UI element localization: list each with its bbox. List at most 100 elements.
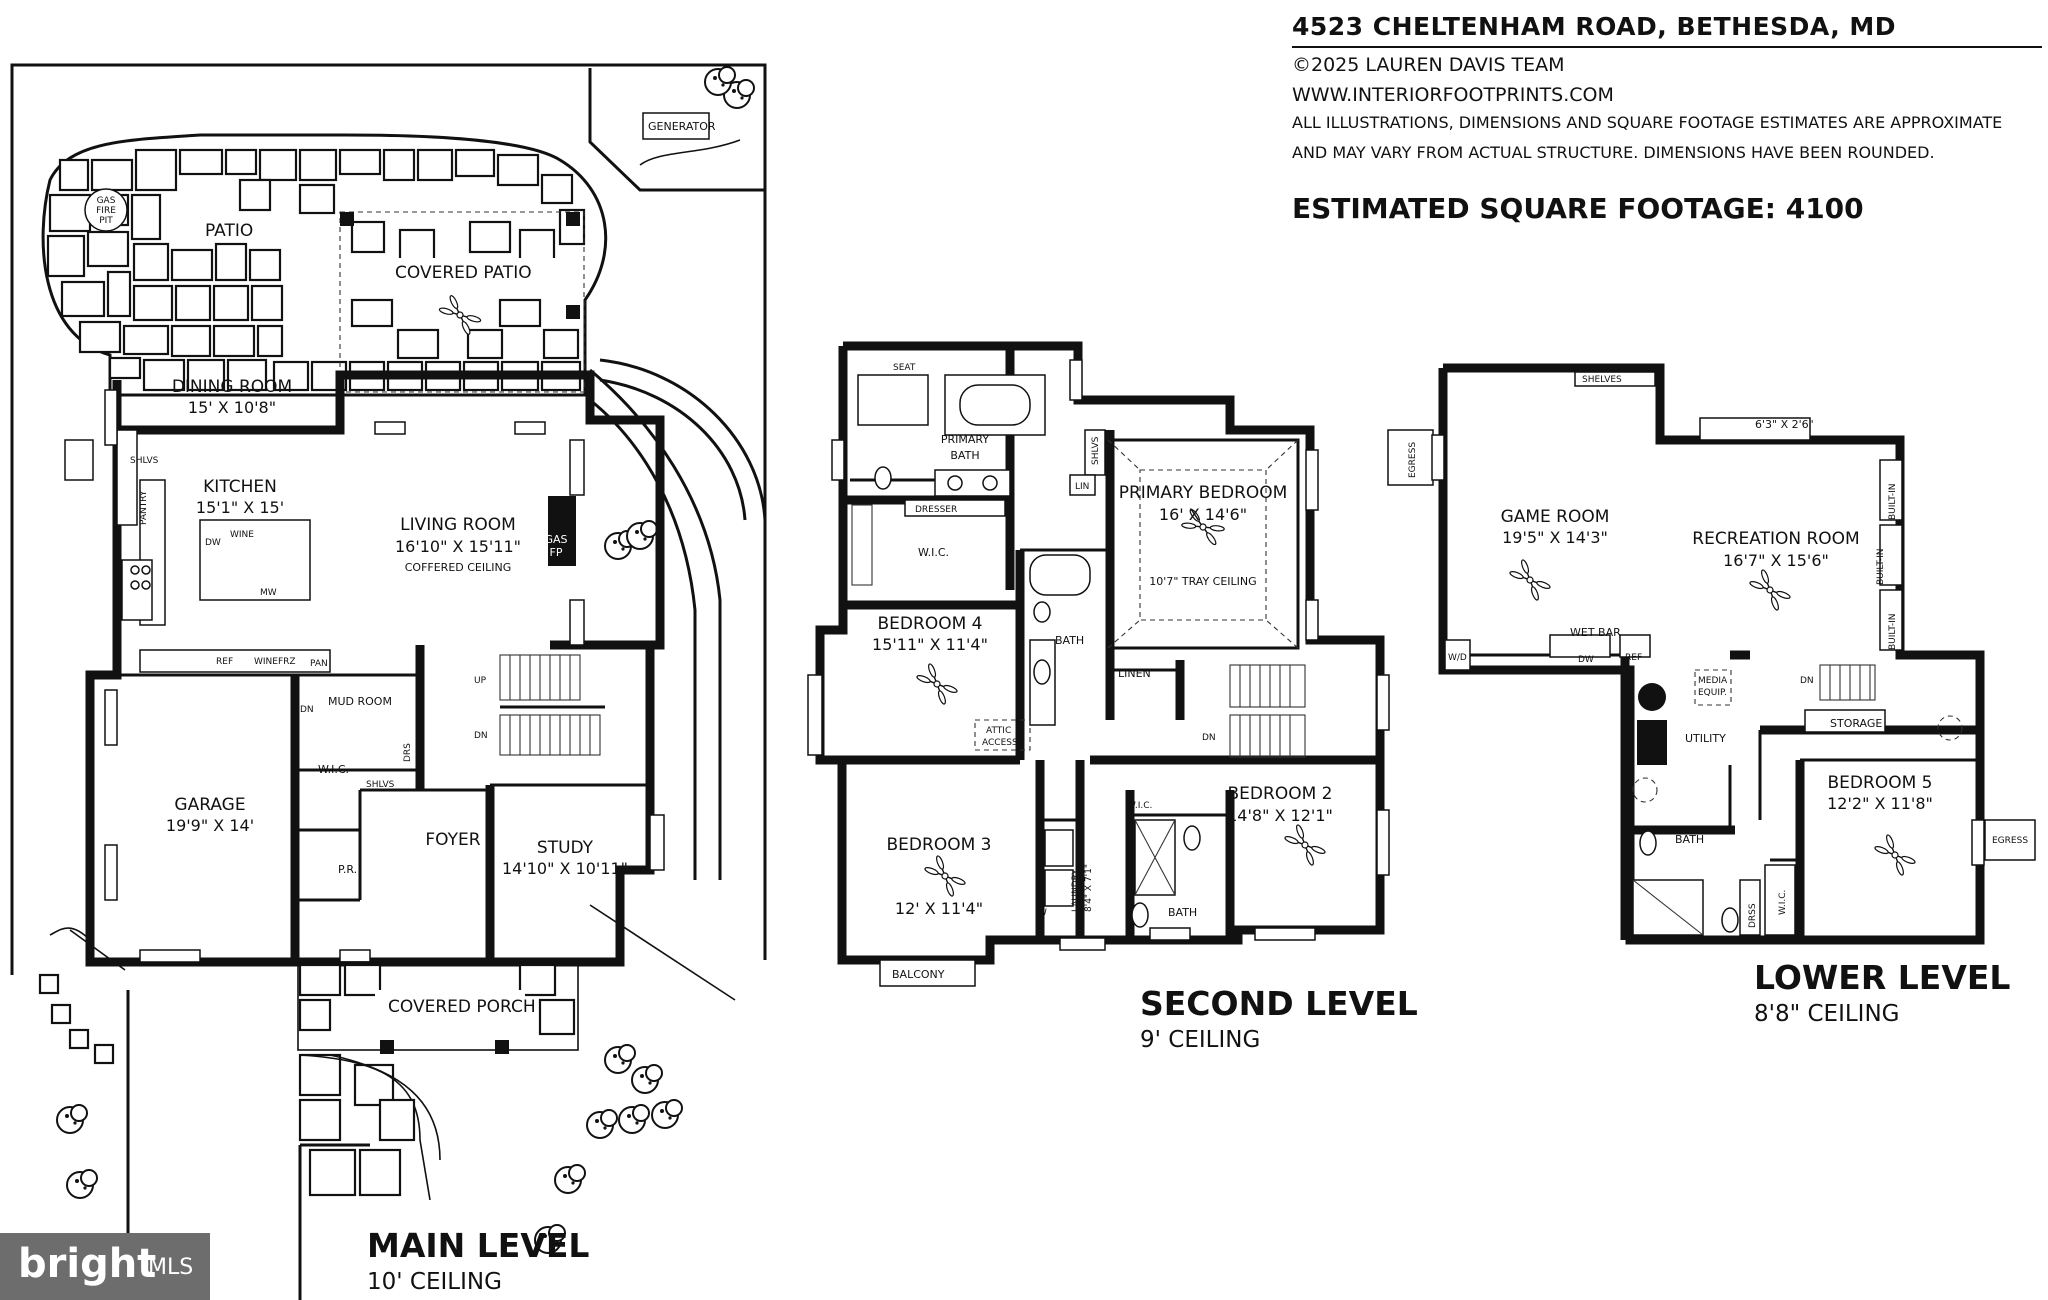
lower-ref-label: REF [1625,653,1642,663]
game-room-name: GAME ROOM [1501,507,1610,527]
recreation-room-name: RECREATION ROOM [1692,529,1859,549]
kitchen-shlvs-label: SHLVS [130,456,159,466]
dryer-label: D [1038,873,1045,883]
second-bath2-label: BATH [1168,906,1197,919]
garage-dims: 19'9" X 14' [166,816,254,835]
second-wic2-label: W.I.C. [1127,801,1152,811]
dresser-label: DRESSER [915,505,957,515]
primary-bedroom-name: PRIMARY BEDROOM [1119,483,1288,503]
mud-room-label: MUD ROOM [328,695,392,708]
property-address: 4523 CHELTENHAM ROAD, BETHESDA, MD [1292,12,1897,41]
main-drs-label: DRS [403,743,413,762]
attic-access-label-1: ATTIC [986,726,1011,736]
second-level-caption: SECOND LEVEL 9' CEILING [1140,984,1418,1053]
wine2-label: WINE [254,657,278,667]
main-shlvs2-label: SHLVS [366,780,395,790]
second-level-labels: SEAT PRIMARY BATH SHLVS LIN DRESSER W.I.… [872,363,1333,981]
second-level-ceiling: 9' CEILING [1140,1027,1261,1053]
linen-label: LINEN [1118,667,1151,680]
lower-bath-label: BATH [1675,833,1704,846]
main-wic-label: W.I.C. [318,763,349,776]
pan-label: PAN [310,659,328,669]
lower-level-caption: LOWER LEVEL 8'8" CEILING [1754,958,2010,1027]
landscaping [38,520,683,1254]
dining-room-dims: 15' X 10'8" [188,398,276,417]
lower-level-plan [1387,363,2036,945]
laundry-name: LAUNDRY [1071,869,1081,912]
lower-egress2-label: EGRESS [1992,836,2028,846]
lower-wic-label: W.I.C. [1778,890,1788,915]
primary-bath-label-2: BATH [950,449,979,462]
bedroom5-dims: 12'2" X 11'8" [1827,794,1933,813]
garage-name: GARAGE [174,795,245,815]
second-level-plan [807,341,1390,987]
estimated-square-footage: ESTIMATED SQUARE FOOTAGE: 4100 [1292,192,1864,225]
study-dims: 14'10" X 10'11" [502,859,628,878]
gas-fire-pit-label-2: FIRE [96,206,116,216]
covered-porch-area [297,961,579,1201]
utility-label: UTILITY [1685,732,1726,745]
storage-label: STORAGE [1830,717,1882,730]
lower-dw-label: DW [1578,655,1594,665]
lower-stair-dn-label: DN [1800,676,1814,686]
gas-fire-pit-label-3: PIT [99,216,113,226]
header-rule [1292,46,2042,48]
pantry-label: PANTRY [139,490,149,525]
bedroom5-name: BEDROOM 5 [1828,773,1933,793]
frz-label: FRZ [278,657,296,667]
seat-label: SEAT [893,363,916,373]
primary-bedroom-dims: 16' X 14'6" [1159,505,1247,524]
opening-dims-label: 6'3" X 2'6" [1755,418,1814,431]
mw-label: MW [260,588,277,598]
powder-room-label: P.R. [338,863,357,876]
bedroom3-name: BEDROOM 3 [887,835,992,855]
mudroom-dn-label: DN [300,705,314,715]
kitchen-dims: 15'1" X 15' [196,498,284,517]
washer-label: W [1038,908,1047,918]
bedroom2-name: BEDROOM 2 [1228,784,1333,804]
ref-label: REF [216,657,233,667]
primary-bath-label-1: PRIMARY [941,433,989,446]
recreation-room-dims: 16'7" X 15'6" [1723,551,1829,570]
covered-patio-label: COVERED PATIO [395,263,532,283]
laundry-dims: 8'4" X 7'1" [1084,864,1094,912]
balcony-label: BALCONY [892,968,945,981]
stair-up-label: UP [474,676,487,686]
living-room-name: LIVING ROOM [400,515,516,535]
disclaimer-line-2: AND MAY VARY FROM ACTUAL STRUCTURE. DIME… [1292,143,1935,162]
second-wic-label: W.I.C. [918,546,949,559]
study-name: STUDY [537,838,594,858]
patio-label: PATIO [205,221,253,241]
main-level-ceiling: 10' CEILING [367,1269,502,1295]
generator: GENERATOR [639,66,755,166]
wd-label: W/D [1448,653,1467,663]
bedroom3-dims: 12' X 11'4" [895,899,983,918]
built-in-2-label: BUILT-IN [1876,549,1886,586]
built-in-1-label: BUILT-IN [1888,484,1898,521]
bedroom4-dims: 15'11" X 11'4" [872,635,988,654]
built-in-3-label: BUILT-IN [1888,614,1898,651]
living-room-note: COFFERED CEILING [405,561,512,574]
tray-ceiling-note: 10'7" TRAY CEILING [1149,575,1256,588]
main-level-caption: MAIN LEVEL 10' CEILING [367,1226,589,1295]
bedroom4-name: BEDROOM 4 [878,614,983,634]
gas-fp-label-1: GAS [544,533,567,546]
drss-label: DRSS [1748,903,1758,928]
media-equip-label-2: EQUIP. [1698,688,1727,698]
lin-label: LIN [1075,482,1089,492]
shelves-label: SHELVES [1582,375,1622,385]
gas-fp-label-2: FP [550,546,563,559]
website-line: WWW.INTERIORFOOTPRINTS.COM [1292,84,1614,106]
covered-porch-label: COVERED PORCH [388,997,536,1017]
media-equip-label-1: MEDIA [1698,676,1728,686]
dining-room-name: DINING ROOM [172,377,292,397]
main-level-labels: DINING ROOM 15' X 10'8" KITCHEN 15'1" X … [130,377,628,1017]
watermark-brand: bright [18,1241,157,1287]
living-room-dims: 16'10" X 15'11" [395,537,521,556]
copyright-line: ©2025 LAUREN DAVIS TEAM [1292,54,1565,76]
bright-mls-watermark: bright MLS [0,1233,210,1300]
bedroom2-dims: 14'8" X 12'1" [1227,806,1333,825]
dw-label: DW [205,538,221,548]
disclaimer-line-1: ALL ILLUSTRATIONS, DIMENSIONS AND SQUARE… [1292,113,2003,132]
